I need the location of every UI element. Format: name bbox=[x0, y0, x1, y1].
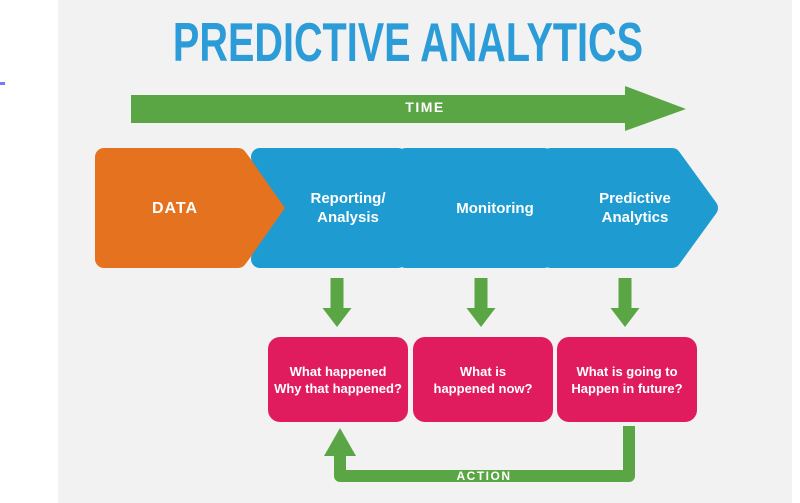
stage-label-line: Analysis bbox=[317, 209, 379, 226]
question-text-line: Why that happened? bbox=[274, 380, 402, 396]
action-arrow-line bbox=[334, 426, 635, 482]
stage-label-line: Analytics bbox=[601, 209, 669, 226]
stage-label-predictive: Predictive Analytics bbox=[572, 148, 698, 268]
stage-label-line: Reporting/ bbox=[310, 190, 386, 207]
stage-label-line: Monitoring bbox=[456, 199, 534, 217]
stage-chevron-predictive bbox=[542, 148, 718, 268]
down-arrow-icon-2 bbox=[466, 278, 496, 327]
stage-label-monitoring: Monitoring bbox=[430, 148, 560, 268]
question-text-line: What is bbox=[459, 363, 507, 379]
action-arrow-label: ACTION bbox=[456, 469, 512, 483]
edge-artifact bbox=[0, 82, 5, 85]
question-text-line: happened now? bbox=[433, 380, 533, 396]
stage-label-data: DATA bbox=[105, 148, 245, 268]
question-box-1: What happened Why that happened? bbox=[268, 337, 408, 422]
question-text-line: What is going to bbox=[576, 363, 678, 379]
page-title: PREDICTIVE ANALYTICS bbox=[172, 11, 644, 73]
right-margin bbox=[792, 0, 800, 503]
question-text-line: Happen in future? bbox=[571, 380, 683, 396]
question-text-line: What happened bbox=[289, 363, 387, 379]
stage-chevron-data bbox=[95, 148, 285, 268]
action-arrowhead-icon bbox=[324, 428, 356, 456]
down-arrow-icon-1 bbox=[322, 278, 352, 327]
stage-label-reporting: Reporting/ Analysis bbox=[288, 148, 408, 268]
time-arrow-label: TIME bbox=[405, 99, 445, 115]
stage-label-line: Predictive bbox=[599, 190, 671, 207]
question-box-2: What is happened now? bbox=[413, 337, 553, 422]
time-arrow-icon bbox=[131, 86, 686, 131]
question-box-3: What is going to Happen in future? bbox=[557, 337, 697, 422]
down-arrow-icon-3 bbox=[610, 278, 640, 327]
stage-label-line: DATA bbox=[151, 199, 199, 217]
